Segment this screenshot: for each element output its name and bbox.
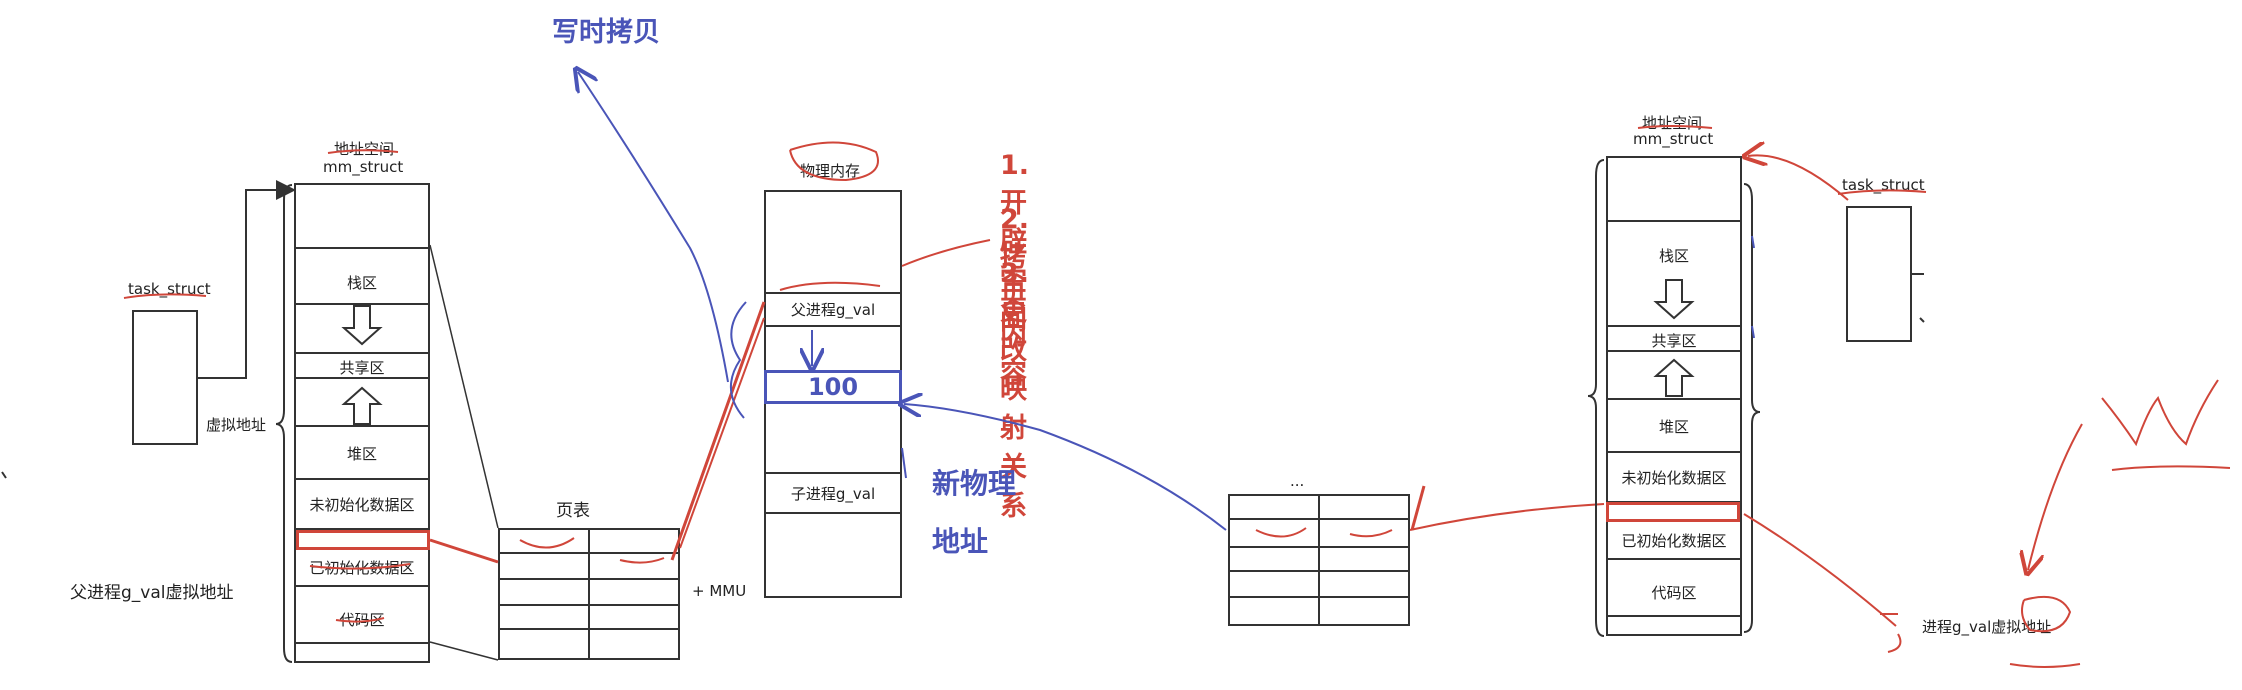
parent-space-to-pt-line-top <box>429 244 499 529</box>
child-addr-title-underline <box>1637 125 1713 129</box>
child-gval-highlight <box>1606 502 1740 522</box>
child-stack-down-arrow <box>1653 279 1695 320</box>
physical-child-gval: 子进程g_val <box>790 485 876 503</box>
parent-area-heap: 堆区 <box>346 445 377 463</box>
child-area-bss: 未初始化数据区 <box>1621 469 1727 487</box>
child-task-struct-box <box>1846 206 1912 342</box>
parent-mm-struct-label: mm_struct <box>323 158 404 176</box>
child-pt-to-physical-blue <box>904 404 1227 531</box>
parent-gval-highlight <box>296 530 430 550</box>
physical-right-tick-blue <box>901 447 907 479</box>
parent-space-to-pt-line-bottom <box>429 641 499 661</box>
child-area-stack: 栈区 <box>1658 247 1689 265</box>
physical-gval-scribble <box>779 239 991 291</box>
step-3: 3. 更改映射关系 <box>1000 258 1030 522</box>
physical-parent-gval: 父进程g_val <box>790 301 876 319</box>
parent-gval-virtual-addr-label: 父进程g_val虚拟地址 <box>70 583 234 603</box>
child-page-table <box>1228 494 1410 626</box>
parent-task-struct-box <box>132 310 198 445</box>
child-page-table-dots: ... <box>1290 472 1305 490</box>
physical-to-title-blue <box>578 72 729 383</box>
parent-addr-title-underline <box>327 149 399 154</box>
mmu-label: + MMU <box>692 582 747 600</box>
right-down-arrow-red <box>2028 423 2083 570</box>
right-zigzag-scribble <box>2101 379 2219 447</box>
physical-bracket-blue <box>729 301 747 419</box>
parent-gval-to-pt-red <box>429 538 499 564</box>
child-brace-left <box>1587 159 1605 637</box>
parent-page-table-title: 页表 <box>556 501 590 521</box>
parent-area-code: 代码区 <box>339 611 385 629</box>
child-task-underline <box>1837 189 1927 195</box>
parent-area-stack: 栈区 <box>346 274 377 292</box>
child-right-blue-ticks <box>1751 235 1755 339</box>
right-underline-scribble <box>2111 465 2231 471</box>
parent-virtual-brace <box>275 184 293 663</box>
parent-task-to-mm-arrow <box>198 180 296 379</box>
child-brace-right <box>1743 183 1761 633</box>
child-area-heap: 堆区 <box>1658 418 1689 436</box>
child-gval-circle <box>2021 596 2072 633</box>
child-mm-struct-label: mm_struct <box>1633 130 1714 148</box>
child-gval-virtual-addr-label: 进程g_val虚拟地址 <box>1922 618 2052 636</box>
child-gval-underline <box>2009 663 2081 668</box>
parent-area-bss: 未初始化数据区 <box>309 496 415 514</box>
new-physical-address-label: 新物理地址 <box>932 467 1017 558</box>
child-task-struct-label: task_struct <box>1842 176 1925 194</box>
pt-row-scribble <box>519 537 665 564</box>
physical-new-value-box: 100 <box>764 370 902 404</box>
child-pt-row-scribble <box>1255 527 1393 538</box>
parent-data-underline <box>309 563 411 570</box>
cow-title: 写时拷贝 <box>552 17 660 48</box>
physical-title-circle <box>789 141 879 182</box>
child-dash-red <box>1880 613 1902 653</box>
child-heap-up-arrow <box>1653 358 1695 397</box>
parent-task-underline <box>123 293 207 299</box>
step-2: 2. 拷贝内容 <box>1000 204 1030 390</box>
parent-area-shared: 共享区 <box>339 359 385 377</box>
child-area-data: 已初始化数据区 <box>1621 532 1727 550</box>
child-pt-red-tick <box>1410 485 1426 531</box>
parent-addr-space-title: 地址空间 <box>334 140 395 158</box>
parent-code-underline <box>335 617 385 623</box>
child-space-to-pt-red <box>1409 503 1605 531</box>
child-area-code: 代码区 <box>1651 584 1697 602</box>
child-task-to-mm-red <box>1748 155 1849 201</box>
child-task-tick-marks <box>1912 273 1925 323</box>
child-address-space: 栈区 共享区 堆区 未初始化数据区 已初始化数据区 代码区 <box>1606 156 1742 636</box>
step-1: 1. 开辟空间 <box>1000 150 1030 336</box>
child-gval-pointer-red <box>1743 513 1897 627</box>
child-area-shared: 共享区 <box>1651 332 1697 350</box>
parent-virtual-addr-label: 虚拟地址 <box>206 416 267 434</box>
parent-page-table <box>498 528 680 660</box>
parent-stack-down-arrow <box>341 305 383 346</box>
pt-to-physical-red <box>670 301 766 561</box>
left-edge-mark <box>1 471 7 479</box>
parent-heap-up-arrow <box>341 386 383 425</box>
physical-value: 100 <box>807 373 859 401</box>
child-addr-space-title: 地址空间 <box>1642 114 1703 132</box>
pt-to-physical-red-2 <box>679 317 765 549</box>
parent-task-struct-label: task_struct <box>128 280 211 298</box>
